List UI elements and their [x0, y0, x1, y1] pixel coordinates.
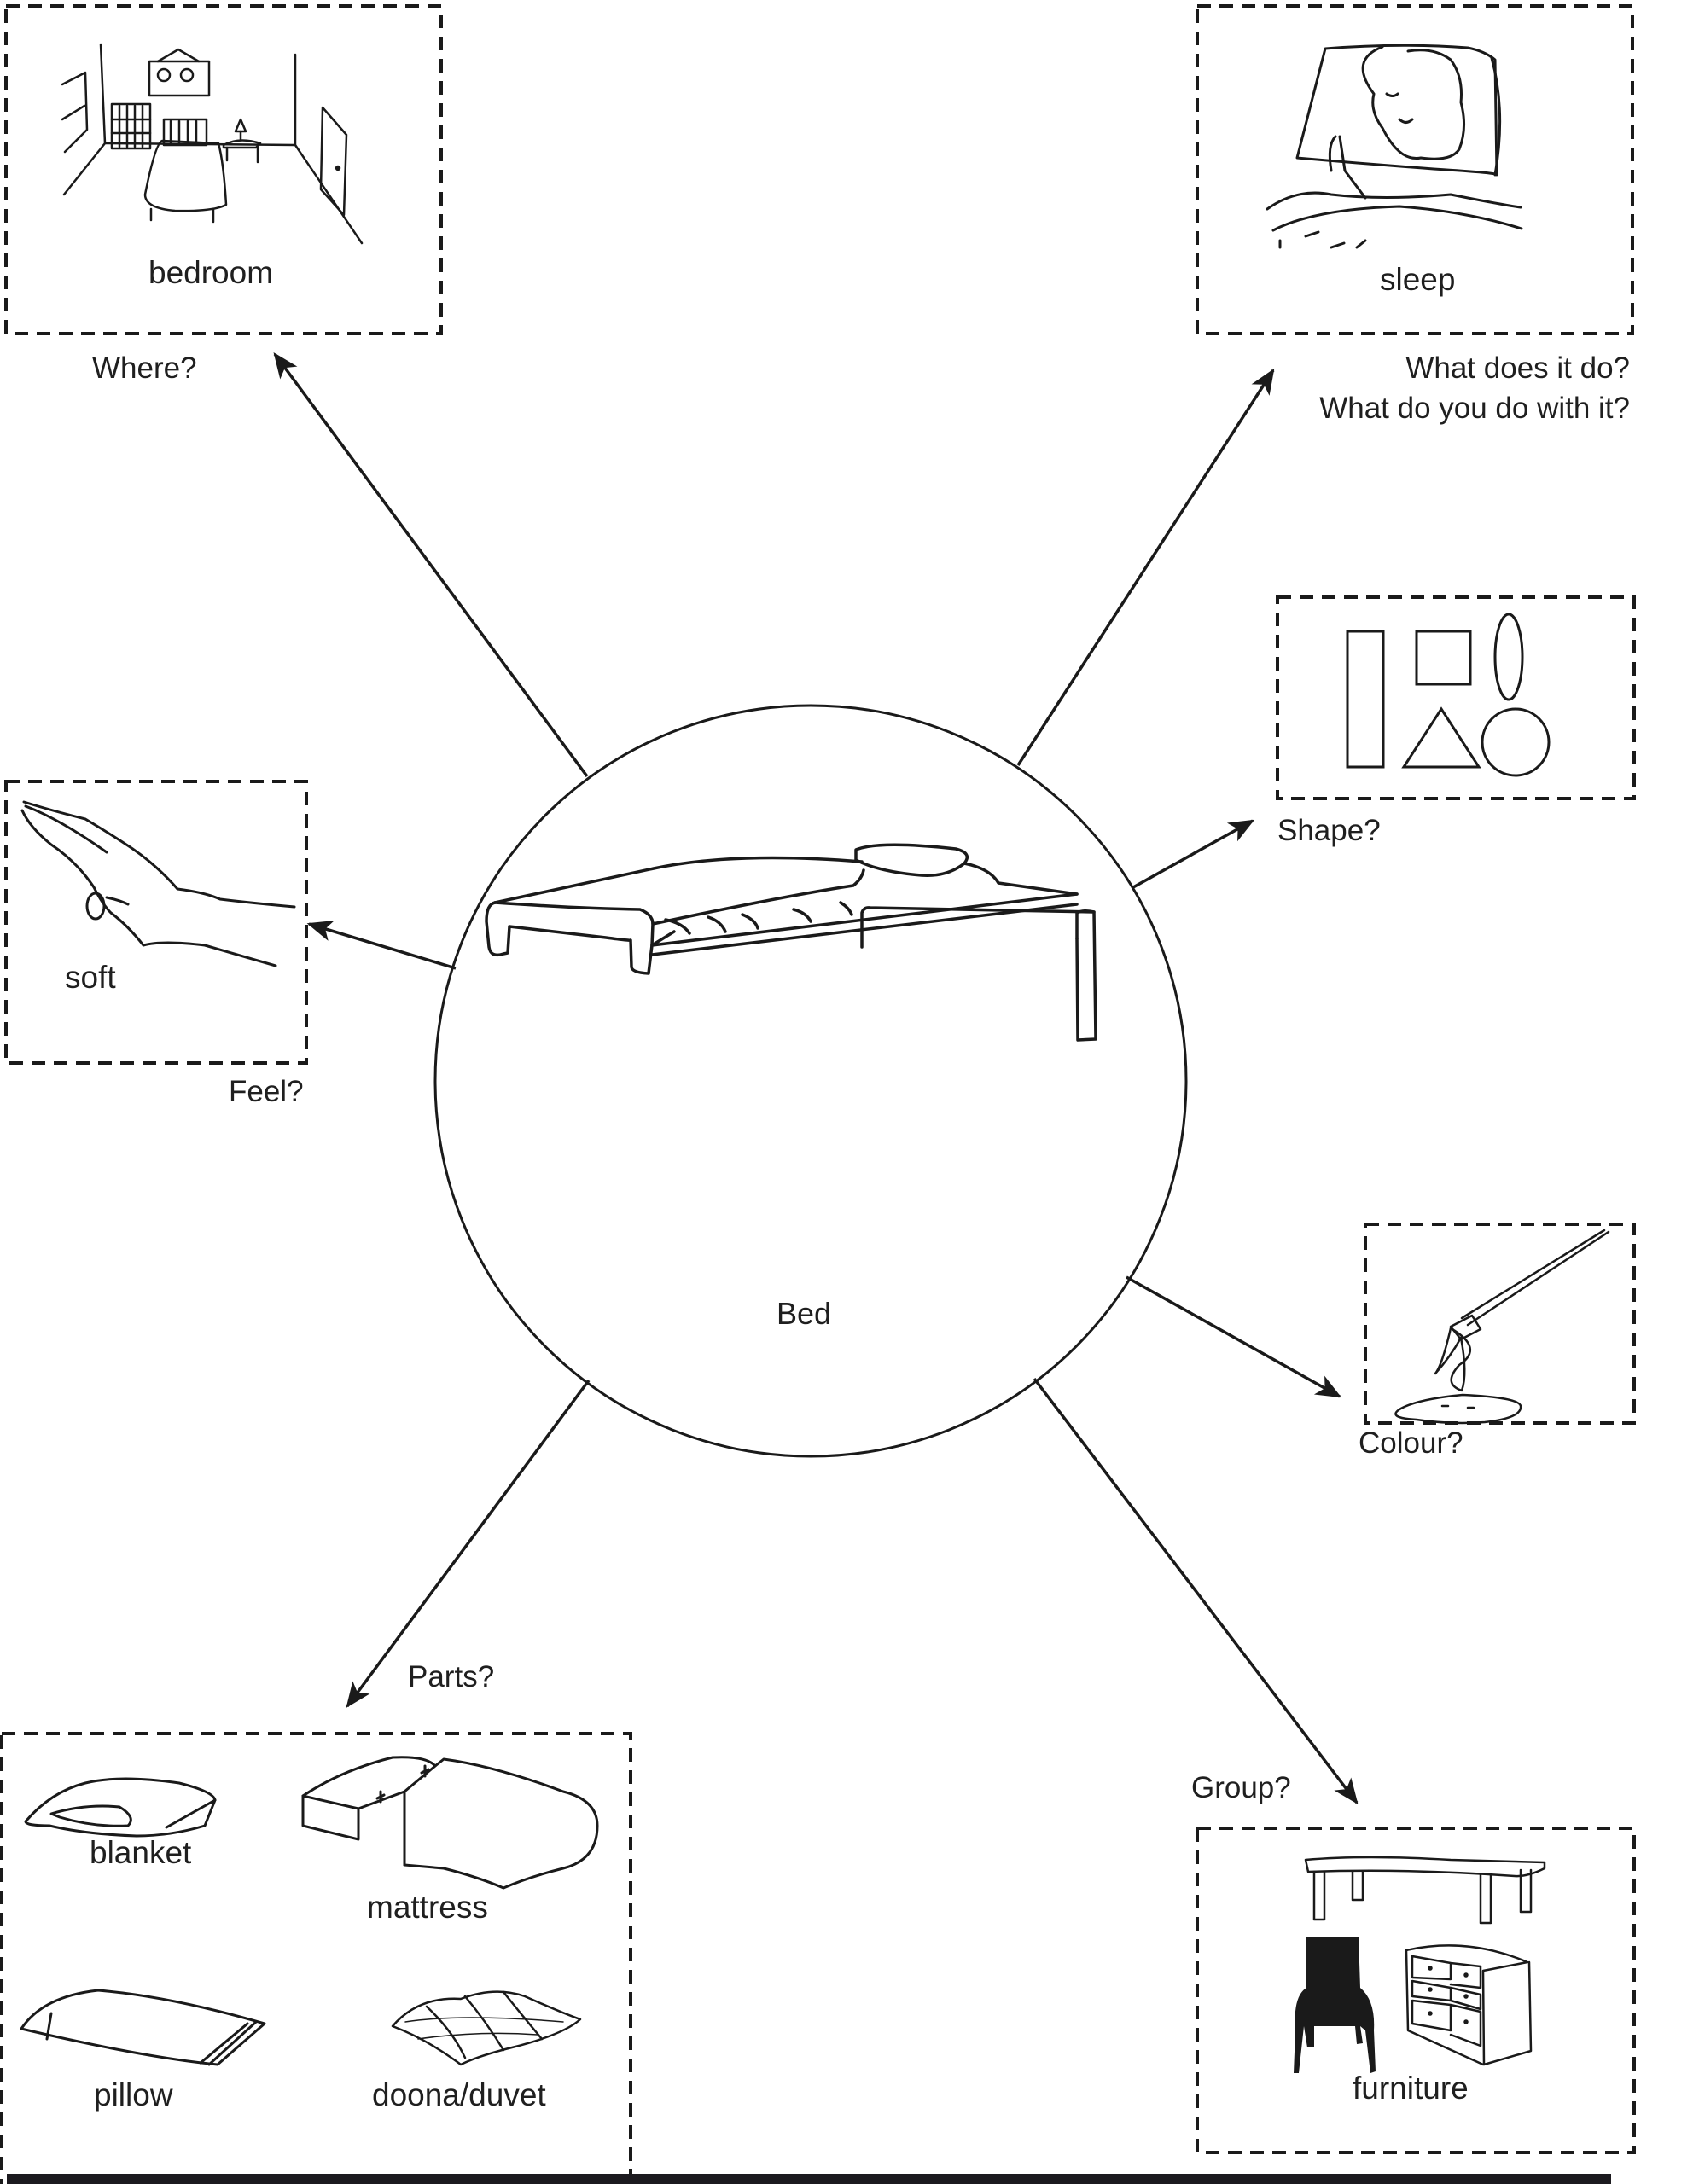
arrow-does	[1016, 368, 1275, 766]
arrow-parts	[346, 1379, 591, 1709]
center-label: Bed	[777, 1296, 832, 1331]
center-circle	[433, 704, 1188, 1458]
mattress-illustration	[301, 1756, 599, 1890]
arrow-shape	[1132, 819, 1255, 889]
parts-item-pillow: pillow	[94, 2077, 173, 2112]
dresser-illustration	[1405, 1944, 1533, 2066]
group-box	[1196, 1827, 1636, 2154]
hand-illustration	[20, 800, 296, 967]
colour-box	[1364, 1223, 1636, 1425]
footer-bar	[7, 2174, 1611, 2184]
doona-illustration	[391, 1990, 582, 2066]
paintbrush-illustration	[1394, 1228, 1610, 1425]
where-answer: bedroom	[148, 255, 274, 290]
feel-question: Feel?	[229, 1075, 304, 1108]
bedroom-illustration	[61, 43, 364, 245]
group-answer: furniture	[1353, 2071, 1469, 2106]
does-box	[1196, 4, 1634, 335]
arrow-group	[1033, 1377, 1359, 1804]
parts-question: Parts?	[408, 1660, 495, 1693]
colour-question: Colour?	[1359, 1426, 1463, 1460]
sleeping-person-illustration	[1266, 44, 1523, 249]
parts-box	[0, 1732, 632, 2184]
parts-item-mattress: mattress	[367, 1890, 488, 1925]
shape-illustrations	[1346, 613, 1551, 777]
oval-shape	[1493, 613, 1524, 701]
does-questions: What does it do? What do you do with it?	[1280, 348, 1630, 429]
blanket-illustration	[24, 1777, 217, 1838]
does-question-1: What does it do?	[1405, 351, 1630, 385]
parts-item-blanket: blanket	[90, 1835, 192, 1870]
rectangle-shape	[1346, 630, 1385, 769]
chair-illustration	[1294, 1937, 1376, 2073]
arrow-colour	[1126, 1275, 1342, 1398]
pillow-illustration	[20, 1989, 266, 2066]
shape-box	[1276, 595, 1636, 800]
does-answer: sleep	[1380, 262, 1456, 297]
where-question: Where?	[92, 351, 197, 385]
shape-question: Shape?	[1277, 814, 1381, 847]
parts-item-doona: doona/duvet	[372, 2077, 546, 2112]
group-question: Group?	[1191, 1771, 1291, 1804]
does-question-2: What do you do with it?	[1319, 392, 1630, 426]
square-shape	[1415, 630, 1472, 686]
arrow-feel	[306, 920, 457, 970]
feel-answer: soft	[65, 960, 116, 995]
bed-illustration	[485, 843, 1097, 1042]
where-box	[4, 4, 443, 335]
arrow-where	[273, 351, 589, 778]
triangle-shape	[1401, 706, 1481, 769]
table-illustration	[1304, 1856, 1546, 1925]
circle-shape	[1481, 707, 1551, 777]
feel-box	[4, 780, 308, 1065]
